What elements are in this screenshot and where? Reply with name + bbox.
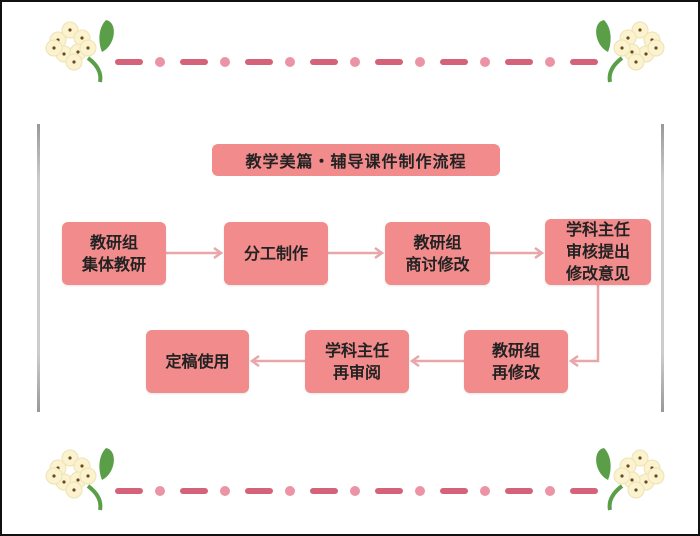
flower-icon xyxy=(45,20,114,83)
border-dot xyxy=(285,486,295,496)
border-dot xyxy=(415,486,425,496)
border-dot xyxy=(285,57,295,67)
border-dash xyxy=(310,488,338,494)
border-dot xyxy=(480,57,490,67)
arrowhead-icon xyxy=(568,354,579,368)
border-dash xyxy=(375,488,403,494)
step-2: 分工制作 xyxy=(224,222,328,285)
arrowhead-icon xyxy=(409,354,420,368)
border-dot xyxy=(155,486,165,496)
flower-icon xyxy=(596,20,665,83)
flower-icon xyxy=(45,448,114,511)
left-bracket xyxy=(37,124,40,412)
border-dash xyxy=(570,488,598,494)
arrowhead-icon xyxy=(374,246,385,260)
arrowhead-icon xyxy=(534,246,545,260)
border-dash xyxy=(570,59,598,65)
step-1: 教研组 集体教研 xyxy=(62,222,166,285)
border-dot xyxy=(220,486,230,496)
border-dot xyxy=(350,486,360,496)
step-4: 学科主任 审核提出 修改意见 xyxy=(545,219,651,285)
step-5: 教研组 再修改 xyxy=(464,330,568,393)
border-dash xyxy=(245,59,273,65)
flower-icon xyxy=(596,448,665,511)
border-dash xyxy=(505,488,533,494)
border-dot xyxy=(545,57,555,67)
right-bracket xyxy=(661,124,664,412)
border-dash xyxy=(310,59,338,65)
border-dash xyxy=(440,488,468,494)
border-dash xyxy=(115,488,143,494)
arrowhead-icon xyxy=(213,246,224,260)
border-dash xyxy=(505,59,533,65)
border-dash xyxy=(115,59,143,65)
diagram-title: 教学美篇・辅导课件制作流程 xyxy=(212,144,500,176)
step-6: 学科主任 再审阅 xyxy=(305,330,409,393)
step-7: 定稿使用 xyxy=(146,330,249,393)
border-dash xyxy=(245,488,273,494)
border-dash xyxy=(375,59,403,65)
border-dot xyxy=(545,486,555,496)
border-dot xyxy=(415,57,425,67)
border-dash xyxy=(180,59,208,65)
border-dot xyxy=(350,57,360,67)
arrow-4-5 xyxy=(572,285,600,363)
border-dot xyxy=(480,486,490,496)
arrowhead-icon xyxy=(249,354,260,368)
border-dot xyxy=(220,57,230,67)
border-dash xyxy=(440,59,468,65)
border-dot xyxy=(155,57,165,67)
border-dash xyxy=(180,488,208,494)
step-3: 教研组 商讨修改 xyxy=(385,222,490,285)
